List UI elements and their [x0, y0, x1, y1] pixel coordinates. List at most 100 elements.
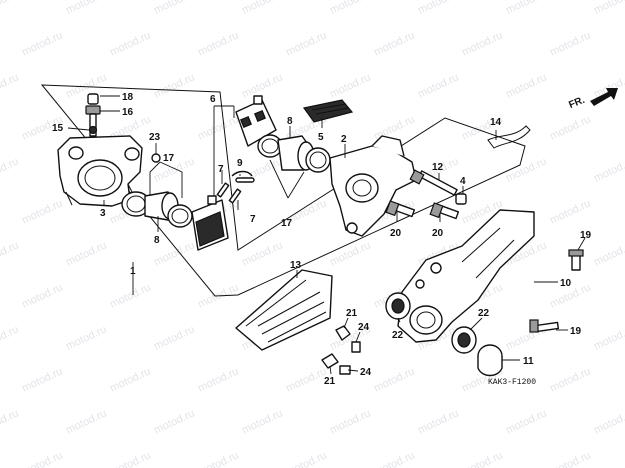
pad-pins: [216, 170, 255, 204]
caliper-stay: [397, 209, 535, 343]
bleeder-screw: [85, 93, 101, 137]
watermark-text: motod.ru: [504, 155, 548, 184]
watermark-text: motod.ru: [548, 113, 592, 142]
watermark-text: motod.ru: [196, 365, 240, 394]
diagram-code: KAK3-F1200: [488, 378, 536, 387]
watermark-text: motod.ru: [64, 239, 108, 268]
watermark-text: motod.ru: [328, 0, 372, 17]
watermark-text: motod.ru: [592, 323, 625, 352]
callout-10: 10: [560, 278, 572, 289]
watermark-text: motod.ru: [108, 281, 152, 310]
watermark-text: motod.ru: [0, 323, 21, 352]
watermark-text: motod.ru: [0, 239, 21, 268]
watermark-text: motod.ru: [240, 0, 284, 17]
watermark-text: motod.ru: [460, 449, 504, 468]
watermark-text: motod.ru: [20, 29, 64, 58]
callout-20-left: 20: [390, 228, 402, 239]
callout-20-right: 20: [432, 228, 444, 239]
watermark-text: motod.ru: [372, 365, 416, 394]
right-piston-set: [257, 134, 331, 173]
watermark-text: motod.ru: [108, 449, 152, 468]
watermark-text: motod.ru: [548, 197, 592, 226]
watermark-text: motod.ru: [284, 29, 328, 58]
callout-7-upper: 7: [218, 164, 224, 175]
callout-24-upper: 24: [358, 322, 370, 333]
watermark-text: motod.ru: [0, 71, 21, 100]
brake-pad-lower: [191, 195, 229, 251]
watermark-text: motod.ru: [592, 407, 625, 436]
watermark-text: motod.ru: [504, 407, 548, 436]
callout-5: 5: [318, 132, 324, 143]
callout-13: 13: [290, 260, 302, 271]
watermark-text: motod.ru: [592, 239, 625, 268]
watermark-text: motod.ru: [64, 0, 108, 17]
callout-22-right: 22: [478, 308, 490, 319]
watermark-text: motod.ru: [592, 155, 625, 184]
watermark-text: motod.ru: [328, 71, 372, 100]
callout-22-left: 22: [392, 330, 404, 341]
watermark-text: motod.ru: [548, 449, 592, 468]
watermark-text: motod.ru: [504, 0, 548, 17]
watermark-text: motod.ru: [284, 365, 328, 394]
caliper-bracket: [329, 135, 417, 237]
callout-6: 6: [210, 94, 216, 105]
callout-4: 4: [460, 176, 466, 187]
callout-19-lower: 19: [570, 326, 582, 337]
watermark-text: motod.ru: [0, 407, 21, 436]
watermark-text: motod.ru: [152, 0, 196, 17]
watermark-text: motod.ru: [284, 449, 328, 468]
watermark-text: motod.ru: [372, 29, 416, 58]
pad-spring: [302, 99, 354, 123]
watermark-text: motod.ru: [64, 323, 108, 352]
direction-label: FR.: [567, 95, 586, 111]
callout-24-lower: 24: [360, 367, 372, 378]
brake-pad-upper: [235, 95, 277, 147]
callout-8-right: 8: [287, 116, 293, 127]
callout-18: 18: [122, 92, 134, 103]
callout-3: 3: [100, 208, 106, 219]
watermark-text: motod.ru: [152, 71, 196, 100]
watermark-text: motod.ru: [20, 281, 64, 310]
callout-21-lower: 21: [324, 376, 336, 387]
callout-19-upper: 19: [580, 230, 592, 241]
watermark-text: motod.ru: [592, 0, 625, 17]
front-direction-arrow: [590, 88, 618, 106]
bracket-pin-bolt: [409, 169, 467, 205]
watermark-text: motod.ru: [504, 71, 548, 100]
watermark-text: motod.ru: [20, 449, 64, 468]
left-piston-set: [121, 191, 193, 228]
callout-7-lower: 7: [250, 214, 256, 225]
leader-lines: [67, 95, 586, 375]
callout-23: 23: [149, 132, 161, 143]
collar: [477, 344, 503, 377]
callout-labels: 18 16 15 23 17 3 8 1 6 7 9 7 8 17 5 2 12…: [52, 92, 592, 387]
callout-16: 16: [122, 107, 134, 118]
assembly-outline: [40, 84, 526, 297]
callout-2: 2: [341, 134, 347, 145]
small-o-ring: [151, 153, 161, 163]
watermark-text: motod.ru: [0, 0, 21, 17]
callout-21-upper: 21: [346, 308, 358, 319]
callout-8-left: 8: [154, 235, 160, 246]
callout-11: 11: [523, 356, 534, 367]
stay-bolts-19: [529, 249, 584, 333]
watermark-text: motod.ru: [328, 407, 372, 436]
watermark-text: motod.ru: [196, 449, 240, 468]
callout-9: 9: [237, 158, 243, 169]
watermark-text: motod.ru: [548, 365, 592, 394]
disc-guard: [235, 269, 333, 351]
mounting-bolts-20: [385, 200, 460, 220]
watermark-text: motod.ru: [548, 29, 592, 58]
watermark-text: motod.ru: [20, 365, 64, 394]
callout-12: 12: [432, 162, 444, 173]
callout-17-right: 17: [281, 218, 293, 229]
watermark-text: motod.ru: [152, 407, 196, 436]
watermark-text: motod.ru: [372, 449, 416, 468]
callout-15: 15: [52, 123, 64, 134]
caliper-body: [57, 135, 143, 207]
callout-1: 1: [130, 266, 136, 277]
watermark-text: motod.ru: [20, 197, 64, 226]
watermark-text: motod.ru: [328, 239, 372, 268]
watermark-text: motod.ru: [64, 407, 108, 436]
